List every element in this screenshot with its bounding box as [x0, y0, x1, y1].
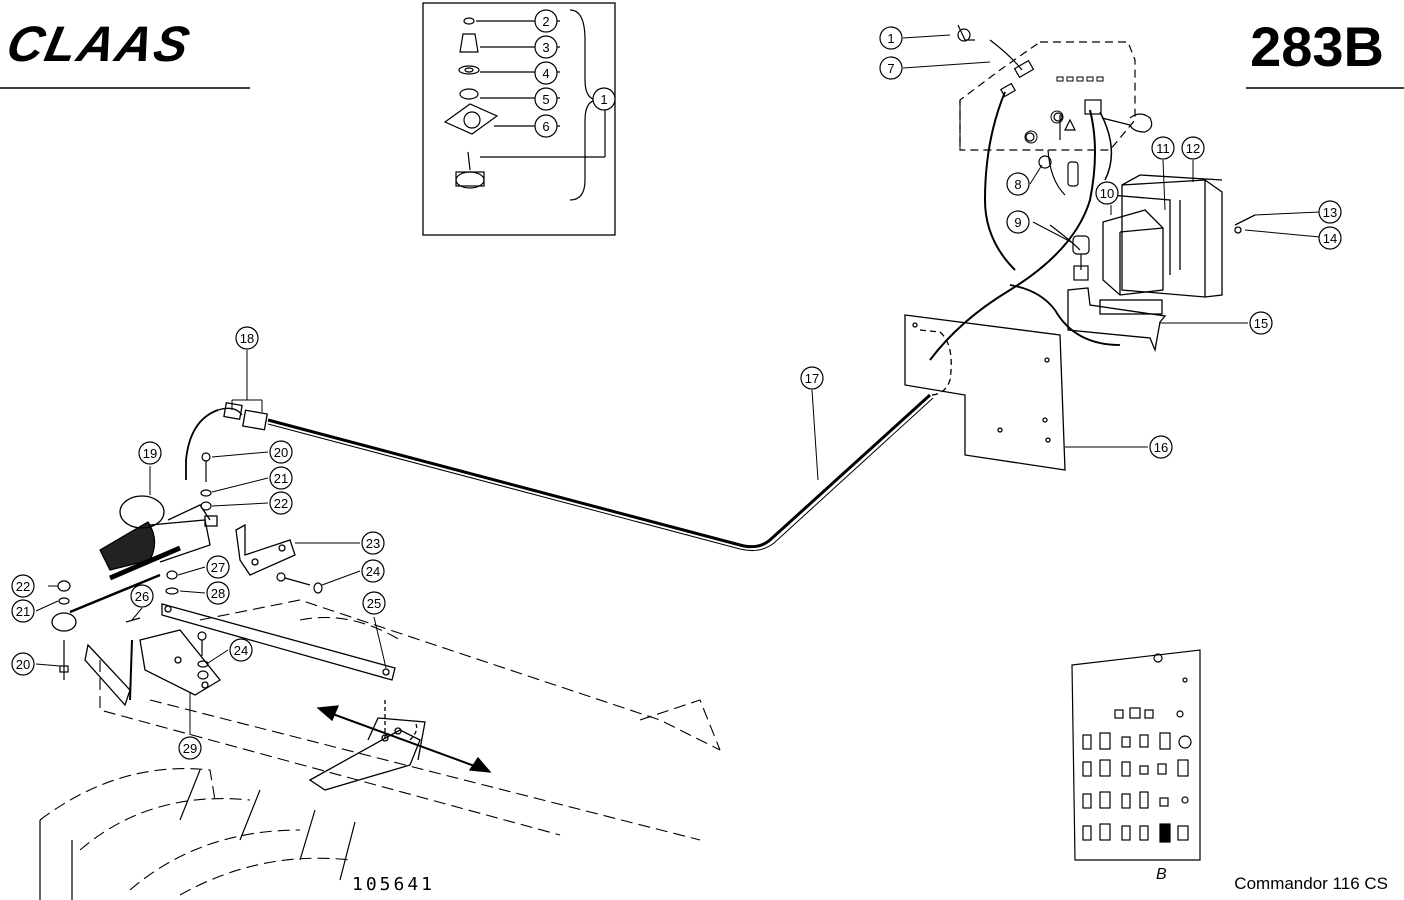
- callout-2: 2: [542, 14, 549, 29]
- document-number: 105641: [352, 874, 436, 895]
- callout-23: 23: [366, 536, 380, 551]
- callout-13: 13: [1323, 205, 1337, 220]
- electronic-control-units: [1102, 174, 1256, 298]
- callout-27: 27: [211, 560, 225, 575]
- callout-circles: [11, 9, 1342, 760]
- callout-8: 8: [1014, 177, 1021, 192]
- callout-22-lower: 22: [16, 579, 30, 594]
- callout-4: 4: [542, 66, 549, 81]
- callout-6: 6: [542, 119, 549, 134]
- callout-12: 12: [1186, 141, 1200, 156]
- model-name: Commandor 116 CS: [1234, 874, 1388, 893]
- callout-17: 17: [805, 371, 819, 386]
- inset-potentiometer-parts: [443, 9, 606, 201]
- connecting-cable-17: [267, 393, 934, 551]
- callout-10: 10: [1100, 186, 1114, 201]
- callout-20-lower: 20: [16, 657, 30, 672]
- polarity-symbols: [1024, 110, 1064, 144]
- header-table-tines: [39, 769, 356, 900]
- callout-24-upper: 24: [366, 564, 380, 579]
- callout-21-lower: 21: [16, 604, 30, 619]
- callout-20-upper: 20: [274, 445, 288, 460]
- pivot-plate-with-arrow: [308, 700, 492, 791]
- callout-15: 15: [1254, 316, 1268, 331]
- callout-29: 29: [183, 741, 197, 756]
- callout-7: 7: [887, 61, 894, 76]
- page-number: 283B: [1250, 15, 1384, 78]
- callout-24-lower: 24: [234, 643, 248, 658]
- callout-18: 18: [240, 331, 254, 346]
- view-b-label: B: [1156, 866, 1167, 883]
- electric-actuator-19: [51, 495, 218, 632]
- callout-26: 26: [135, 589, 149, 604]
- callout-1-inset: 1: [600, 92, 607, 107]
- linkage-brackets: [84, 523, 396, 707]
- panel-switch-row: [1082, 732, 1192, 843]
- callout-21-upper: 21: [274, 471, 288, 486]
- mounting-bracket-15: [1009, 284, 1167, 353]
- callout-16: 16: [1154, 440, 1168, 455]
- callout-labels: 2 3 4 5 6 1 1 7 8 9 10 11 12 13 14 15 16…: [16, 14, 1337, 756]
- leader-lines: [35, 34, 1321, 735]
- callout-14: 14: [1323, 231, 1337, 246]
- mounting-plate-16: [904, 314, 1066, 471]
- callout-22-upper: 22: [274, 496, 288, 511]
- control-panel-view-b: [1071, 649, 1201, 861]
- plug-connector-18: [185, 401, 268, 480]
- callout-11: 11: [1156, 141, 1170, 156]
- callout-19: 19: [143, 446, 157, 461]
- callout-25: 25: [367, 596, 381, 611]
- callout-9: 9: [1014, 215, 1021, 230]
- callout-3: 3: [542, 40, 549, 55]
- callout-28: 28: [211, 586, 225, 601]
- header-table-outline: [39, 599, 721, 896]
- callout-1-top: 1: [887, 31, 894, 46]
- frame-lines: [0, 2, 1404, 236]
- callout-5: 5: [542, 92, 549, 107]
